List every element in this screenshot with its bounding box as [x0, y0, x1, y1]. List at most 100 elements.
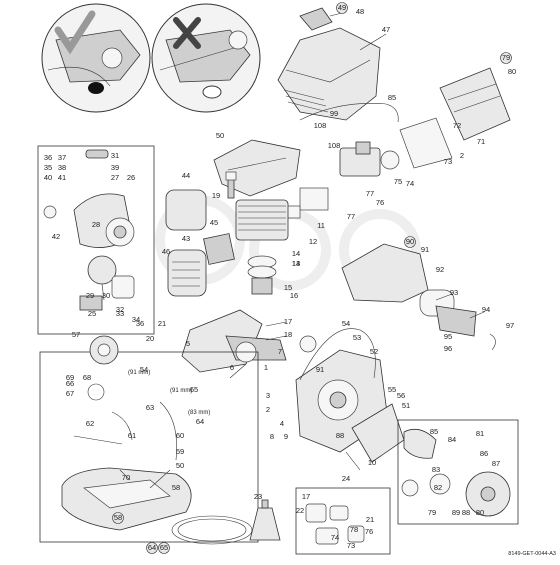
callout-c86: 86 — [480, 449, 488, 458]
spark-plug — [225, 171, 237, 199]
callout-c34: 34 — [132, 315, 140, 324]
callout-c78: 78 — [350, 525, 358, 534]
callout-c29: 29 — [86, 291, 94, 300]
callout-c39: 39 — [111, 163, 119, 172]
callout-c83: 83 — [432, 465, 440, 474]
inset-incorrect — [151, 3, 261, 113]
callout-badge — [336, 2, 348, 14]
callout-c20: 20 — [146, 334, 154, 343]
callout-c79: 79 — [502, 53, 510, 62]
callout-c77b: 77 — [347, 212, 355, 221]
callout-c82: 82 — [434, 483, 442, 492]
callout-c92: 92 — [436, 265, 444, 274]
callout-c75: 75 — [394, 177, 402, 186]
callout-c56: 56 — [397, 391, 405, 400]
check-icon — [54, 10, 96, 55]
callout-c64: 64 — [196, 417, 204, 426]
callout-c65a: 65 — [190, 385, 198, 394]
callout-c45: 45 — [210, 218, 218, 227]
callout-c26: 26 — [127, 173, 135, 182]
callout-c32: 32 — [116, 305, 124, 314]
crankcase — [181, 309, 317, 373]
callout-c35: 35 — [44, 163, 52, 172]
callout-c43: 43 — [182, 234, 190, 243]
callout-c27: 27 — [111, 173, 119, 182]
callout-badge — [146, 542, 158, 554]
fan-shroud — [213, 139, 301, 197]
callout-c67: 67 — [66, 389, 74, 398]
callout-c76: 76 — [376, 198, 384, 207]
callout-c65b: 65 — [160, 543, 168, 552]
callout-c50: 50 — [216, 131, 224, 140]
callout-c44: 44 — [182, 171, 190, 180]
callout-c80b: 80 — [476, 508, 484, 517]
callout-c21b: 21 — [366, 515, 374, 524]
callout-c9: 9 — [284, 432, 288, 441]
callout-c80: 80 — [508, 67, 516, 76]
callout-c50b: 50 — [176, 461, 184, 470]
callout-c21: 21 — [158, 319, 166, 328]
callout-c66: 66 — [66, 379, 74, 388]
callout-c18: 18 — [284, 330, 292, 339]
callout-c87: 87 — [492, 459, 500, 468]
callout-c90: 90 — [406, 237, 414, 246]
callout-c95: 95 — [444, 332, 452, 341]
callout-c76b: 76 — [365, 527, 373, 536]
callout-c89: 89 — [452, 508, 460, 517]
engine-shroud — [277, 7, 381, 121]
callout-c6: 6 — [230, 363, 234, 372]
callout-c11: 11 — [317, 221, 325, 230]
callout-c46: 46 — [162, 247, 170, 256]
callout-c42: 42 — [52, 232, 60, 241]
callout-c17: 17 — [284, 317, 292, 326]
callout-c52: 52 — [370, 347, 378, 356]
callout-c47: 47 — [382, 25, 390, 34]
callout-c8: 8 — [270, 432, 274, 441]
callout-c88b: 88 — [462, 508, 470, 517]
callout-c61: 61 — [128, 431, 136, 440]
callout-c40: 40 — [44, 173, 52, 182]
callout-c54: 54 — [342, 319, 350, 328]
hose-length-1: (91 mm) — [128, 370, 150, 376]
callout-c91b: 91 — [316, 365, 324, 374]
callout-c10: 10 — [368, 458, 376, 467]
callout-c4: 4 — [280, 419, 284, 428]
callout-c58a: 58 — [172, 483, 180, 492]
callout-c74b: 74 — [331, 533, 339, 542]
callout-c3: 3 — [266, 391, 270, 400]
callout-badge — [404, 236, 416, 248]
callout-c72: 72 — [453, 121, 461, 130]
recoil-starter — [43, 149, 135, 311]
callout-c24: 24 — [342, 474, 350, 483]
hose-length-3: (83 mm) — [188, 410, 210, 416]
callout-c13: 13 — [292, 259, 300, 268]
flywheel-housing — [295, 328, 405, 463]
callout-c15: 15 — [284, 283, 292, 292]
callout-c91: 91 — [421, 245, 429, 254]
air-filter-housing — [399, 67, 511, 169]
callout-c99: 99 — [330, 109, 338, 118]
callout-c17b: 17 — [302, 492, 310, 501]
callout-c55: 55 — [388, 385, 396, 394]
callout-c41: 41 — [58, 173, 66, 182]
inset-correct — [41, 3, 151, 113]
callout-c2b: 2 — [266, 405, 270, 414]
callout-c79b: 79 — [428, 508, 436, 517]
blower-housing — [341, 243, 496, 351]
callout-c22: 22 — [296, 506, 304, 515]
callout-c49: 49 — [338, 3, 346, 12]
callout-c59: 59 — [176, 447, 184, 456]
callout-c12: 12 — [309, 237, 317, 246]
clutch — [401, 428, 511, 517]
callout-c1: 1 — [264, 363, 268, 372]
callout-c73: 73 — [444, 157, 452, 166]
callout-c88: 88 — [336, 431, 344, 440]
diagram-code: 8149-GET-0044-A3 — [508, 551, 556, 557]
carburetor — [285, 141, 400, 219]
callout-c30: 30 — [102, 291, 110, 300]
callout-c97: 97 — [506, 321, 514, 330]
callout-c96: 96 — [444, 344, 452, 353]
callout-c51: 51 — [402, 401, 410, 410]
callout-c74: 74 — [406, 179, 414, 188]
cross-icon — [173, 17, 201, 49]
